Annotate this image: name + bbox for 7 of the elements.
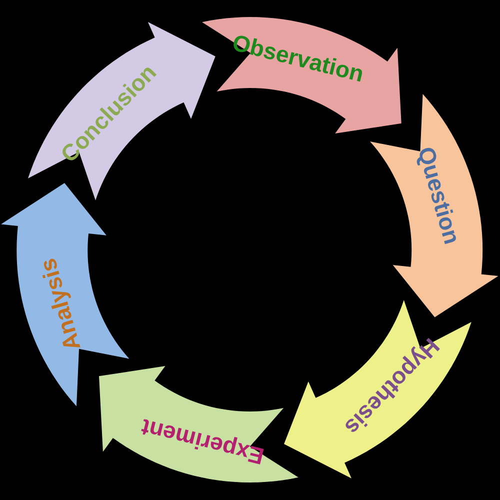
cycle-arrow-segment xyxy=(1,182,130,406)
cycle-arrow-segment xyxy=(370,94,499,318)
cycle-arrow-segment xyxy=(202,17,401,134)
cycle-arrow-segment xyxy=(28,22,216,200)
step-label: Analysis xyxy=(34,255,86,354)
cycle-arrow-segment xyxy=(99,366,298,483)
cycle-arrow-segment xyxy=(284,300,472,478)
